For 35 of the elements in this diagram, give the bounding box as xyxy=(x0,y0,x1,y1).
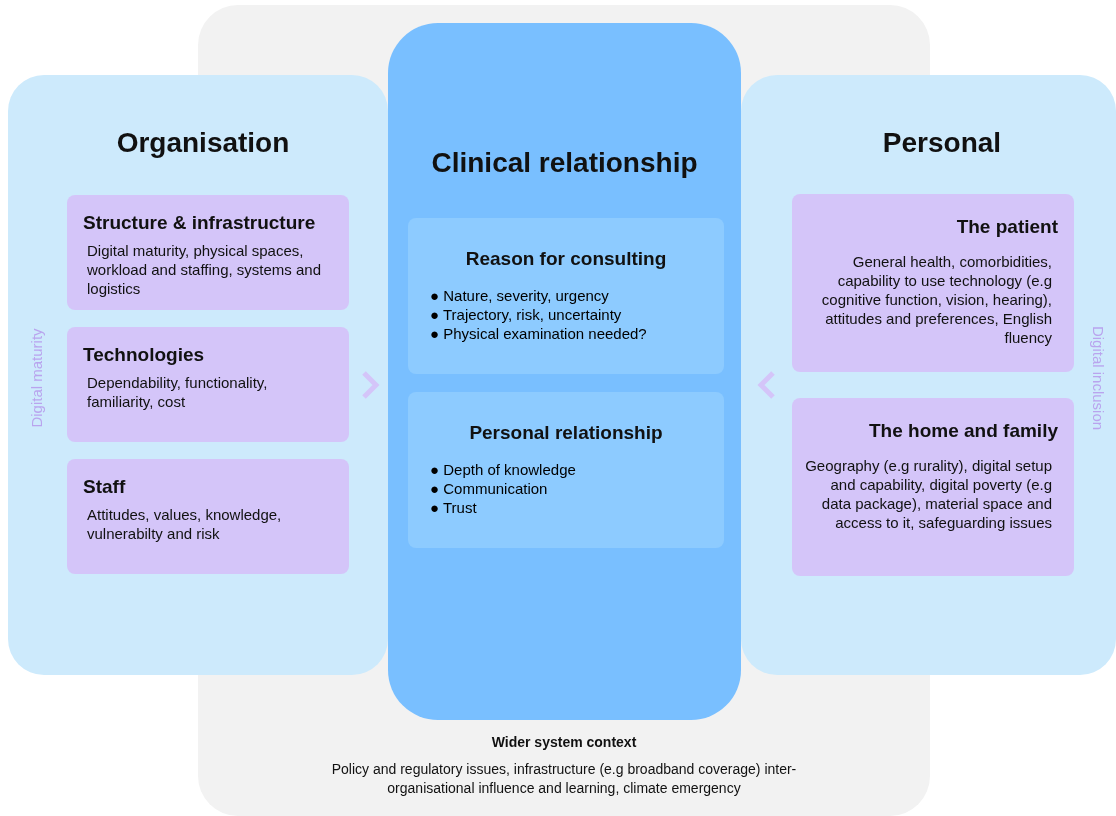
factor-card xyxy=(67,327,349,442)
factor-card xyxy=(67,459,349,574)
panel xyxy=(741,75,1116,675)
card-title: Reason for consulting xyxy=(464,248,668,270)
panel-title: Clinical relationship xyxy=(430,147,699,179)
factor-card xyxy=(792,194,1074,372)
card-description: Dependability, functionality, familiarity, cost xyxy=(87,373,269,411)
bullet-item: ● Depth of knowledge xyxy=(430,460,576,479)
panel-title: Personal xyxy=(881,127,1003,159)
card-description: Digital maturity, physical spaces, workload and staffing, systems and logistics xyxy=(87,241,323,298)
card-description: Geography (e.g rurality), digital setup and capability, digital poverty (e.g data package), material space and access to it, safeguarding issues xyxy=(804,456,1052,532)
card-title: Staff xyxy=(83,476,127,498)
chevron-arrow xyxy=(757,371,775,399)
bullet-item: ● Communication xyxy=(430,479,549,498)
card-title: Personal relationship xyxy=(468,422,664,444)
panel xyxy=(8,75,388,675)
panel-title: Organisation xyxy=(115,127,291,159)
bullet-item: ● Trajectory, risk, uncertainty xyxy=(430,305,623,324)
side-label: Digital maturity xyxy=(27,328,45,428)
bullet-item: ● Physical examination needed? xyxy=(430,324,647,343)
context-title: Wider system context xyxy=(490,734,638,750)
card-description: Attitudes, values, knowledge, vulnerabilty and risk xyxy=(87,505,283,543)
bullet-item: ● Nature, severity, urgency xyxy=(430,286,610,305)
panel xyxy=(388,23,741,720)
card-title: The home and family xyxy=(868,420,1058,442)
card-description: General health, comorbidities, capability to use technology (e.g cognitive function, vision, hearing), attitudes and preferences, English fluency xyxy=(820,252,1052,347)
card-title: The patient xyxy=(955,216,1058,238)
factor-card xyxy=(67,195,349,310)
bullet-item: ● Trust xyxy=(430,498,478,517)
card-title: Technologies xyxy=(83,344,206,366)
context-description: Policy and regulatory issues, infrastructure (e.g broadband coverage) inter-organisational influence and learning, climate emergency xyxy=(330,760,798,798)
factor-card xyxy=(792,398,1074,576)
chevron-arrow xyxy=(362,371,380,399)
side-label: Digital inclusion xyxy=(1089,325,1107,431)
card-title: Structure & infrastructure xyxy=(83,212,317,234)
